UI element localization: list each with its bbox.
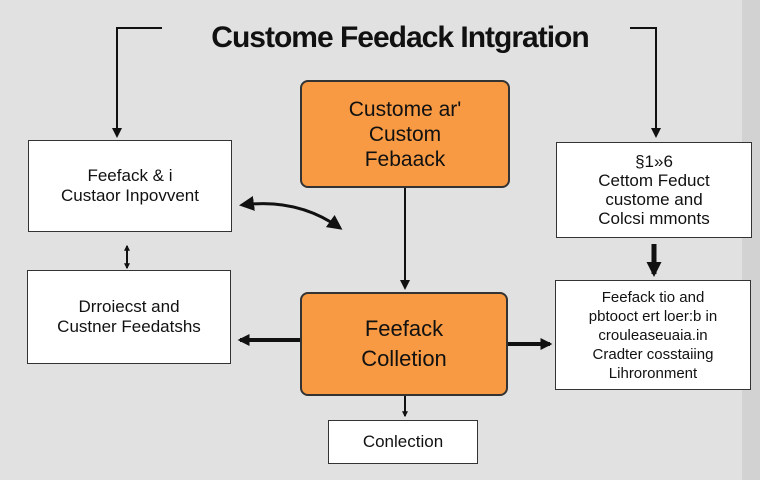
box-line: Cettom Feduct (598, 171, 710, 190)
box-line: Custner Feedatshs (57, 317, 201, 336)
diagram-title: Custome Feedack Intgration (211, 21, 589, 54)
box-line: Feefack tio and (601, 288, 705, 306)
box-line: Custome ar' (348, 97, 462, 121)
box-line: §1»6 (635, 152, 673, 171)
collection-box: Conlection (328, 420, 478, 464)
box-line: crouleaseuaia.in (598, 326, 708, 344)
customer-feedback-box: Custome ar' Custom Febaack (300, 80, 510, 188)
customer-feedback-comments-box: §1»6 Cettom Feduct custome and Colcsi mm… (556, 142, 752, 238)
box-line: Feefack (364, 316, 444, 341)
box-line: Lihroronment (608, 364, 698, 382)
box-line: Feefack & i (87, 166, 173, 185)
box-line: Febaack (364, 147, 446, 171)
box-line: Custaor Inpovvent (61, 186, 199, 205)
box-line: pbtooct ert loer:b in (588, 307, 718, 325)
box-line: Cradter cosstaiing (592, 345, 714, 363)
box-line: Custom (368, 122, 442, 146)
box-line: Colcsi mmonts (598, 209, 710, 228)
title-to-right-arrow (630, 27, 661, 138)
box-line: Conlection (362, 432, 444, 451)
box-line: Drroiecst and (78, 297, 180, 316)
title-to-left-arrow (112, 27, 162, 138)
box-line: Colletion (361, 346, 447, 371)
curved-arrow (239, 196, 343, 230)
feedback-collection-box: Feefack Colletion (300, 292, 508, 396)
feedback-environment-box: Feefack tio and pbtooct ert loer:b in cr… (555, 280, 751, 390)
box-line: custome and (605, 190, 703, 209)
feedback-improvement-box: Feefack & i Custaor Inpovvent (28, 140, 232, 232)
product-feedback-box: Drroiecst and Custner Feedatshs (27, 270, 231, 364)
